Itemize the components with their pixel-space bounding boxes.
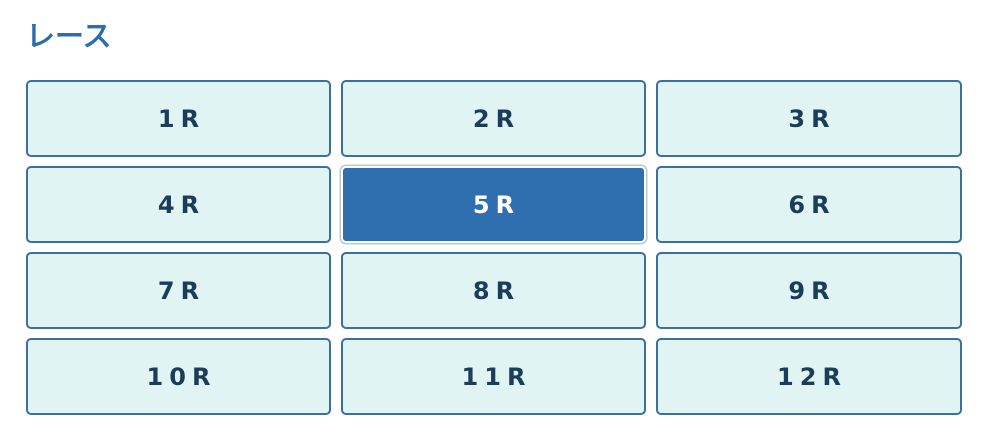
race-button-11r[interactable]: 11R	[341, 338, 646, 415]
race-button-1r[interactable]: 1R	[26, 80, 331, 157]
race-button-4r[interactable]: 4R	[26, 166, 331, 243]
race-button-6r[interactable]: 6R	[656, 166, 962, 243]
race-button-8r[interactable]: 8R	[341, 252, 646, 329]
race-selector-grid: 1R 2R 3R 4R 5R 6R 7R 8R 9R 10R 11R 12R	[26, 80, 962, 415]
race-button-2r[interactable]: 2R	[341, 80, 646, 157]
race-button-12r[interactable]: 12R	[656, 338, 962, 415]
race-button-5r[interactable]: 5R	[341, 166, 646, 243]
race-button-3r[interactable]: 3R	[656, 80, 962, 157]
section-title: レース	[26, 19, 112, 53]
race-button-7r[interactable]: 7R	[26, 252, 331, 329]
race-button-10r[interactable]: 10R	[26, 338, 331, 415]
race-button-9r[interactable]: 9R	[656, 252, 962, 329]
